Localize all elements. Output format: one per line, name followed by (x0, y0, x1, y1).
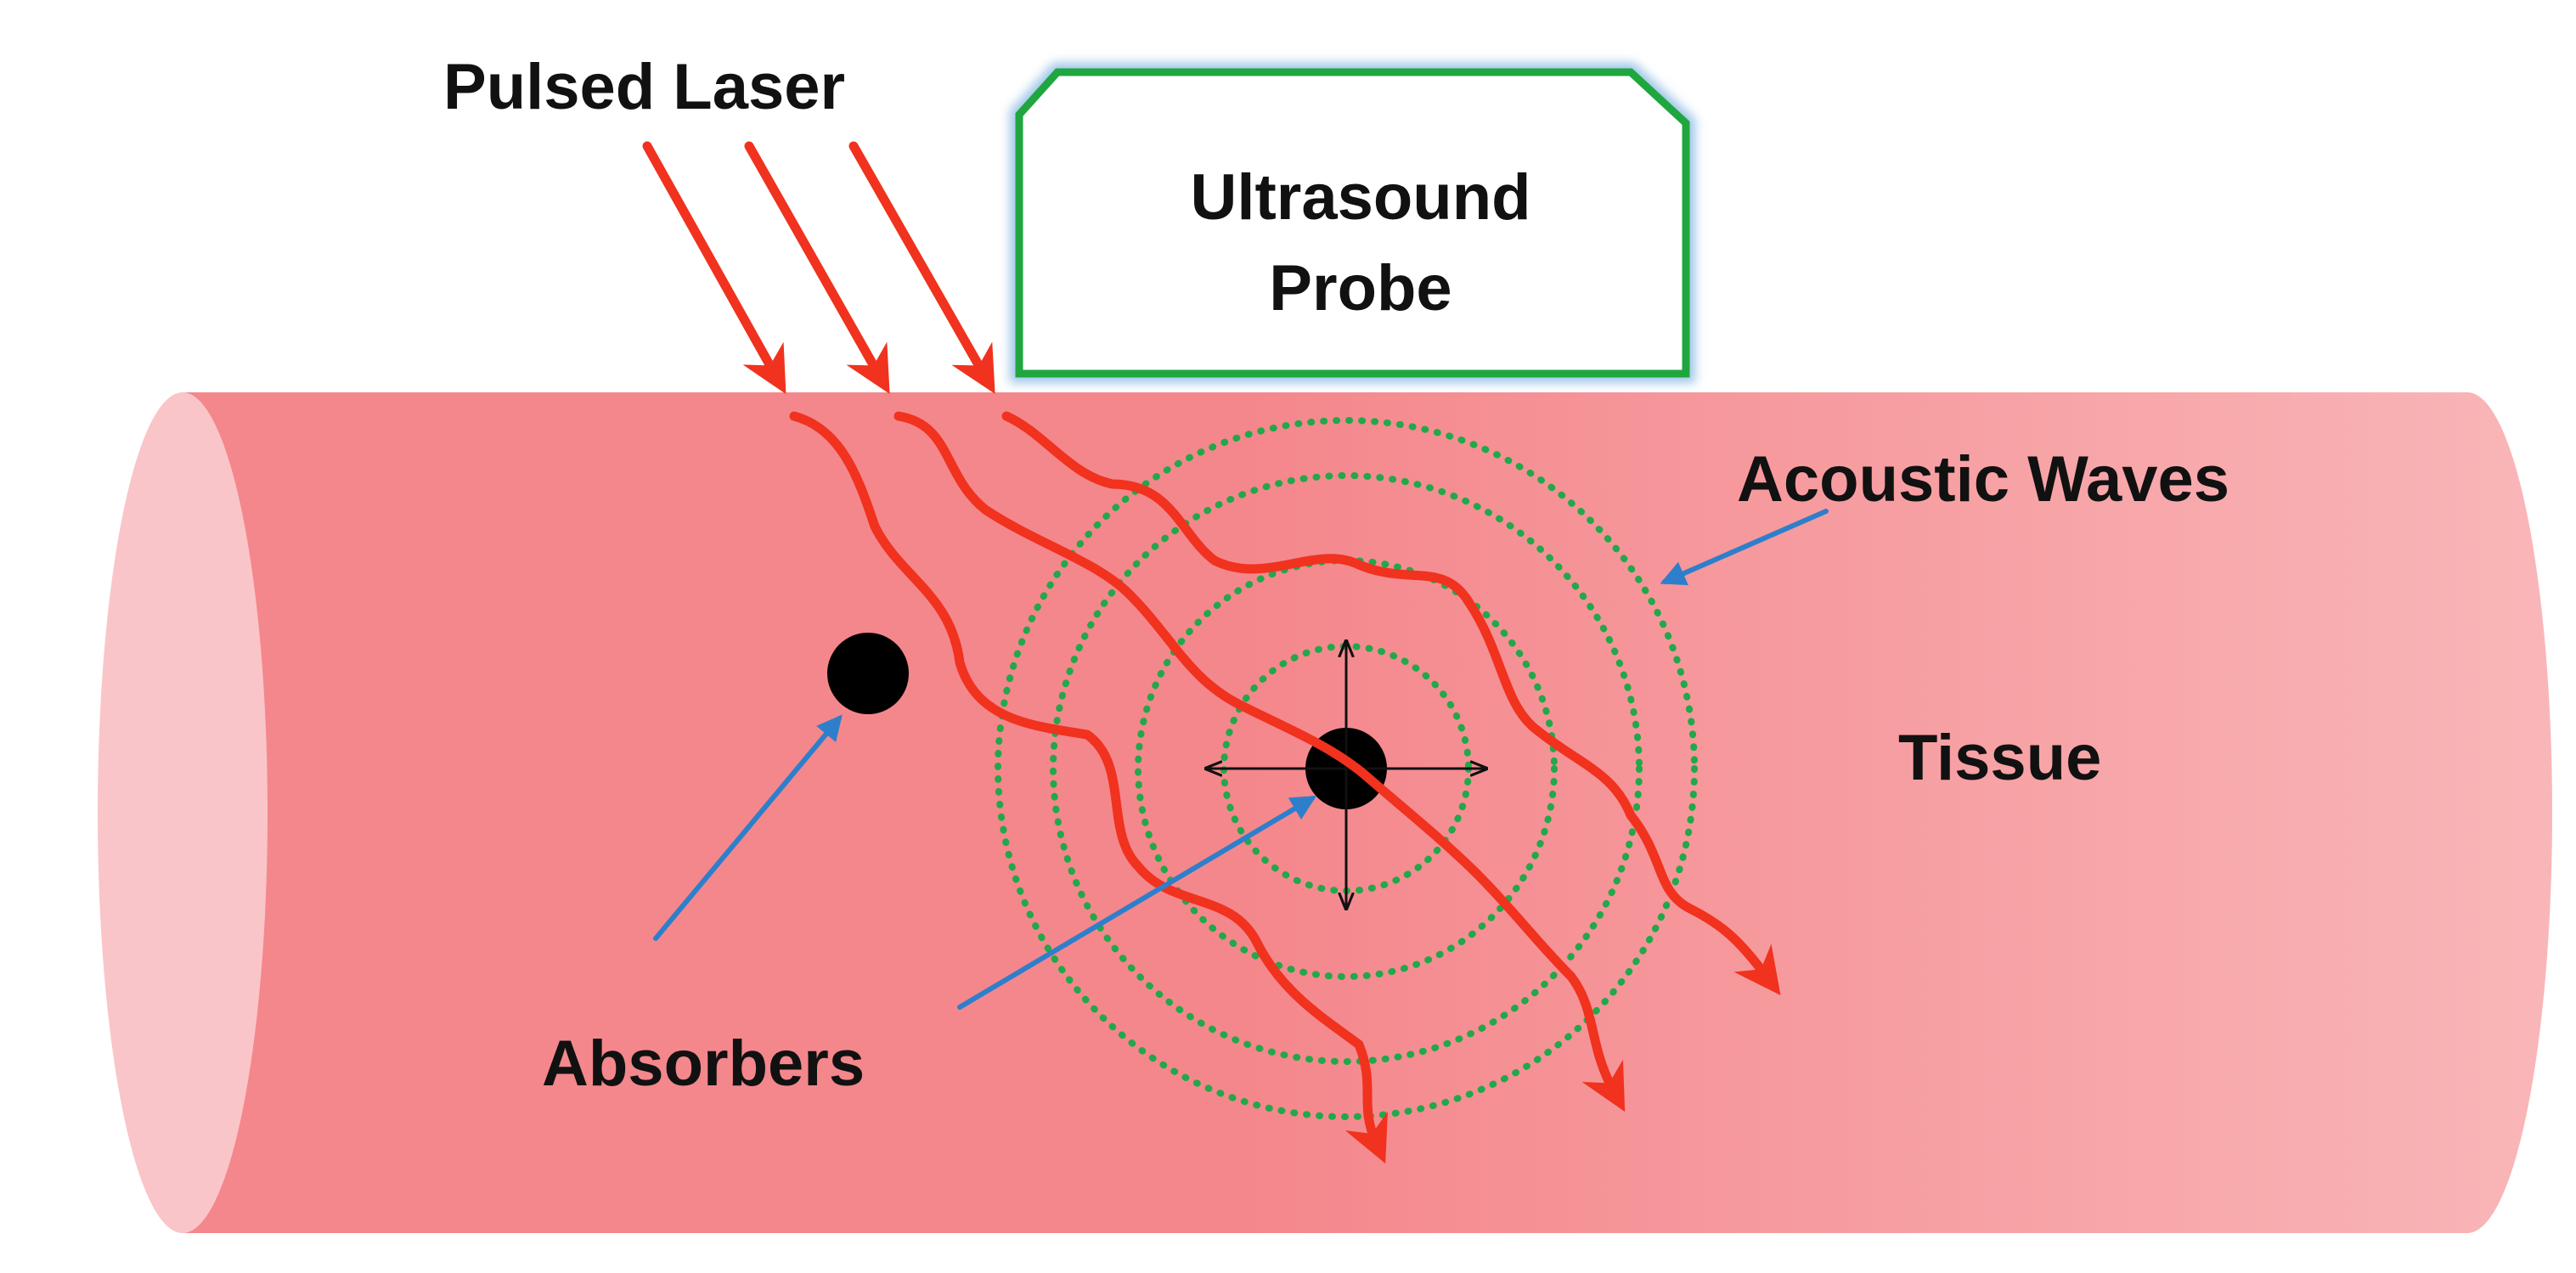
ultrasound-probe: Ultrasound Probe (1010, 63, 1695, 383)
absorber-pointer-arrow-icon (957, 795, 1317, 1010)
pulsed-laser-label: Pulsed Laser (443, 51, 845, 123)
acoustic-waves-label: Acoustic Waves (1737, 443, 2229, 515)
tissue-body (183, 392, 2552, 1233)
laser-scattered-beams (789, 411, 1781, 1164)
tissue-label: Tissue (1898, 722, 2101, 794)
probe-label-line1: Ultrasound (1190, 161, 1530, 234)
laser-wave-icon (1001, 411, 1781, 995)
laser-wave-icon (893, 411, 1626, 1112)
label-pointers (653, 509, 1829, 1010)
acoustic-pointer-arrow-icon (1660, 509, 1829, 586)
probe-box (1015, 68, 1690, 378)
acoustic-wave-ring (1050, 472, 1643, 1065)
tissue-cylinder (98, 392, 2552, 1233)
laser-wave-icon (789, 411, 1388, 1164)
tissue-end-cap (98, 392, 268, 1233)
probe-label-line2: Probe (1269, 252, 1451, 324)
absorber-pointer-arrow-icon (653, 714, 843, 941)
expansion-arrows (1206, 641, 1486, 909)
laser-arrow-icon (642, 141, 786, 394)
laser-incident-beams (642, 141, 995, 394)
laser-arrow-icon (848, 141, 995, 394)
laser-arrow-icon (744, 141, 890, 394)
absorber-left (827, 633, 909, 714)
absorbers-label: Absorbers (542, 1028, 865, 1100)
